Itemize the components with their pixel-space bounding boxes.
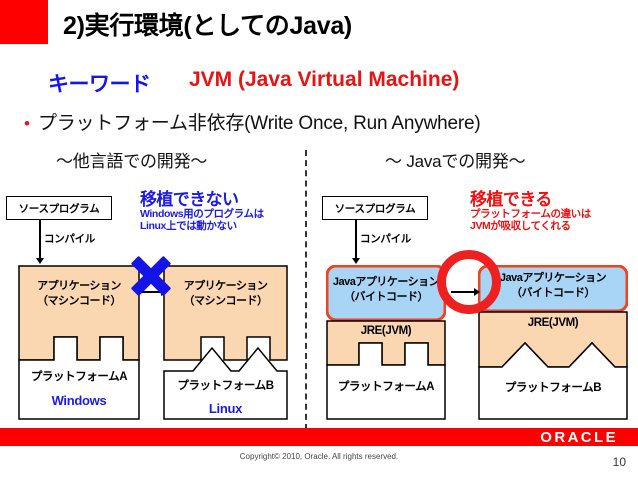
right-source-program-box: ソースプログラム xyxy=(322,196,428,220)
left-linux-shapes xyxy=(163,265,288,420)
right-jre-a-label: JRE(JVM) xyxy=(360,325,412,337)
left-annotation-headline: 移植できない xyxy=(140,190,239,209)
oracle-logo: ORACLE xyxy=(540,429,618,446)
keyword-label: キーワード xyxy=(48,73,151,96)
right-jre-b-label: JRE(JVM) xyxy=(527,317,579,329)
blue-cross-icon xyxy=(126,255,176,297)
right-java-app-b-text: Javaアプリケーション （バイトコード） xyxy=(478,271,628,301)
left-platform-a-shape xyxy=(18,336,140,420)
left-app-b-line2: （マシンコード） xyxy=(183,294,269,307)
left-app-b-text: アプリケーション （マシンコード） xyxy=(163,279,288,309)
right-platform-b-shape xyxy=(478,341,628,420)
right-compile-label: コンパイル xyxy=(360,233,411,245)
right-stack-platform-a: Javaアプリケーション （バイトコード） JRE(JVM) プラットフォームA xyxy=(326,265,446,420)
right-java-app-b-line1: Javaアプリケーション xyxy=(499,272,607,284)
bullet-text: プラットフォーム非依存(Write Once, Run Anywhere) xyxy=(37,113,481,134)
right-stack-a-shapes xyxy=(326,265,446,420)
left-app-line1: アプリケーション xyxy=(37,280,121,292)
title-red-square-decoration xyxy=(0,0,48,44)
left-source-program-box: ソースプログラム xyxy=(6,196,112,220)
right-java-app-a-line2: （バイトコード） xyxy=(344,290,429,303)
left-annotation-line2: Linux上では動かない xyxy=(140,219,237,232)
page-number: 10 xyxy=(612,455,626,469)
right-platform-a-shape xyxy=(326,342,446,420)
left-app-machinecode-b-shape xyxy=(163,265,288,361)
right-java-app-b-line2: （バイトコード） xyxy=(511,286,596,299)
right-annotation-line2: JVMが吸収してくれる xyxy=(470,219,571,232)
left-stack-linux: アプリケーション （マシンコード） プラットフォームB Linux xyxy=(163,265,288,420)
right-annotation-line1: プラットフォームの違いは xyxy=(470,208,591,221)
page-title: 2)実行環境(としてのJava) xyxy=(63,12,352,40)
right-platform-a-label: プラットフォームA xyxy=(337,381,435,393)
bullet-line: • プラットフォーム非依存(Write Once, Run Anywhere) xyxy=(24,108,481,135)
section-divider xyxy=(305,150,307,430)
left-os-linux-label: Linux xyxy=(208,401,243,416)
left-platform-b-shape xyxy=(163,346,288,420)
left-annotation: 移植できない Windows用のプログラムは Linux上では動かない xyxy=(140,190,264,233)
copyright-text: Copyright© 2010, Oracle. All rights rese… xyxy=(239,452,399,461)
left-app-text: アプリケーション （マシンコード） xyxy=(18,279,140,309)
left-platform-a-label: プラットフォームA xyxy=(30,371,128,383)
right-java-app-a-text: Javaアプリケーション （バイトコード） xyxy=(326,275,446,305)
right-platform-b-label: プラットフォームB xyxy=(504,382,602,394)
left-app-line2: （マシンコード） xyxy=(37,294,122,307)
left-compile-label: コンパイル xyxy=(44,233,95,245)
left-platform-b-label: プラットフォームB xyxy=(177,380,274,392)
left-stack-windows: アプリケーション （マシンコード） プラットフォームA Windows xyxy=(18,265,140,420)
right-section-heading: 〜 Javaでの開発〜 xyxy=(385,152,526,171)
right-annotation: 移植できる プラットフォームの違いは JVMが吸収してくれる xyxy=(470,190,591,233)
keyword-value: JVM (Java Virtual Machine) xyxy=(189,68,460,91)
right-java-app-a-line1: Javaアプリケーション xyxy=(332,276,440,288)
left-windows-shapes xyxy=(18,265,140,420)
left-os-windows-label: Windows xyxy=(51,393,107,408)
right-stack-b-shapes xyxy=(478,265,628,420)
right-annotation-headline: 移植できる xyxy=(470,190,552,209)
left-section-heading: 〜他言語での開発〜 xyxy=(56,152,208,171)
right-stack-platform-b: Javaアプリケーション （バイトコード） JRE(JVM) プラットフォームB xyxy=(478,265,628,420)
left-annotation-line1: Windows用のプログラムは xyxy=(140,208,264,221)
left-app-b-line1: アプリケーション xyxy=(183,280,268,292)
red-circle-highlight-icon xyxy=(437,250,501,314)
bullet-dot-icon: • xyxy=(24,114,30,133)
footer-red-bar xyxy=(0,428,638,446)
